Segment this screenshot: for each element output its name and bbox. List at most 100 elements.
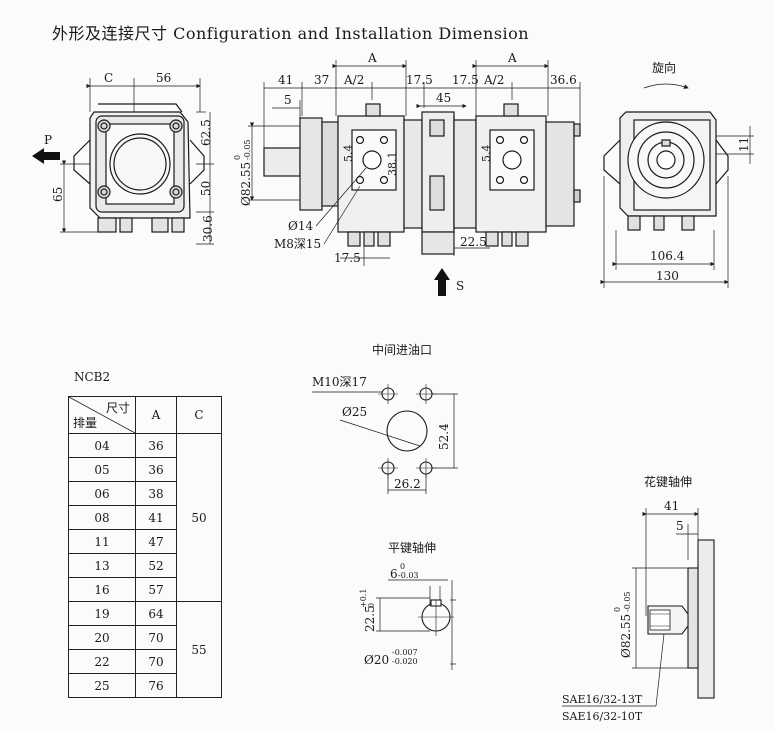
key-dim-dia-20: Ø20 [364, 653, 389, 667]
dim-11: 11 [737, 137, 751, 152]
dim-17-5-top: 17.5 [406, 73, 433, 87]
key-dim-22-5-tol1: +0.1 [359, 589, 368, 608]
key-dim-dia-20-tol1: -0.007 [392, 648, 418, 657]
rear-view [600, 83, 754, 288]
dim-41: 41 [278, 73, 293, 87]
dim-a2-left: A/2 [343, 73, 364, 87]
spline-dim-5: 5 [676, 519, 684, 533]
spline-dim-dia-82-tol1: 0 [613, 607, 622, 612]
dim-30-6: 30.6 [201, 215, 215, 242]
dim-a2-right: A/2 [483, 73, 504, 87]
cell-disp: 04 [68, 433, 136, 458]
table-row: 11 47 [68, 529, 222, 554]
dim-dia-14: Ø14 [288, 219, 313, 233]
cell-disp: 05 [68, 457, 136, 482]
key-dim-6-tol2: -0.03 [398, 571, 419, 580]
cell-disp: 25 [68, 673, 136, 698]
spline-1: SAE16/32-13T [562, 693, 643, 706]
key-dim-6-tol1: 0 [400, 562, 405, 571]
cell-a: 70 [135, 649, 177, 674]
port-p: P [44, 133, 52, 147]
cell-disp: 08 [68, 505, 136, 530]
dim-5-4-left: 5.4 [342, 145, 355, 163]
table-row: 25 76 [68, 673, 222, 698]
spline-shaft-labels: 花键轴伸 41 5 Ø82.55 0 -0.05 SAE16/32-13T SA… [562, 474, 692, 723]
cell-disp: 06 [68, 481, 136, 506]
cell-a: 47 [135, 529, 177, 554]
cell-disp: 19 [68, 601, 136, 626]
displacement-table: 尺寸 排量 A C 04 36 50 05 36 06 38 08 41 11 … [68, 396, 222, 698]
dim-a-right: A [507, 51, 517, 65]
inlet-title: 中间进油口 [372, 342, 432, 357]
cell-disp: 20 [68, 625, 136, 650]
dim-56: 56 [156, 71, 171, 85]
cell-a: 70 [135, 625, 177, 650]
side-view-labels: A A 41 37 A/2 17.5 17.5 A/2 36.6 5 45 Ø8… [233, 51, 577, 293]
table-row: 22 70 [68, 649, 222, 674]
table-row: 04 36 50 [68, 433, 222, 602]
table-row: 05 36 [68, 457, 222, 482]
dim-50: 50 [199, 181, 213, 196]
dim-36-6: 36.6 [550, 73, 577, 87]
dim-22-5: 22.5 [460, 235, 487, 249]
spline-dim-dia-82-tol2: -0.05 [623, 591, 632, 612]
cell-a: 57 [135, 577, 177, 602]
dim-c: C [104, 71, 113, 85]
key-dim-6: 6 [390, 567, 398, 581]
table-row: 13 52 [68, 553, 222, 578]
key-dim-dia-20-tol2: -0.020 [392, 657, 418, 666]
inlet-detail [312, 384, 458, 494]
dim-a-left: A [367, 51, 377, 65]
dim-37: 37 [314, 73, 329, 87]
table-row: 19 64 55 [68, 601, 222, 698]
dim-17-5-mid: 17.5 [452, 73, 479, 87]
header-disp: 排量 [73, 416, 98, 430]
header-size: 尺寸 [105, 401, 130, 415]
dim-m8: M8深15 [274, 237, 321, 251]
dim-38-1: 38.1 [386, 152, 399, 177]
spline-dim-dia-82: Ø82.55 [619, 614, 633, 658]
inlet-dim-26-2: 26.2 [394, 477, 421, 491]
rear-view-labels: 旋向 11 106.4 130 [650, 60, 751, 283]
cell-disp: 16 [68, 577, 136, 602]
dim-17-5-bottom: 17.5 [334, 251, 361, 265]
table-header-row: 尺寸 排量 A C [68, 396, 222, 434]
page-title: 外形及连接尺寸 Configuration and Installation D… [52, 24, 530, 43]
dim-dia-82-tol2: -0.05 [243, 139, 252, 160]
inlet-detail-labels: 中间进油口 M10深17 Ø25 52.4 26.2 [312, 342, 451, 491]
model-label: NCB2 [74, 370, 111, 384]
dim-dia-82: Ø82.55 [239, 162, 253, 206]
dim-130: 130 [656, 269, 679, 283]
header-c: C [176, 396, 222, 434]
diagonal-line [69, 397, 135, 433]
inlet-dia-25: Ø25 [342, 405, 367, 419]
table-row: 16 57 [68, 577, 222, 602]
spline-dim-41: 41 [664, 499, 679, 513]
cell-a: 64 [135, 601, 177, 626]
dim-45: 45 [436, 91, 451, 105]
table-header-corner: 尺寸 排量 [68, 396, 136, 434]
dim-65: 65 [51, 187, 65, 202]
front-view [32, 78, 214, 245]
cell-disp: 11 [68, 529, 136, 554]
side-view [248, 60, 581, 296]
key-shaft-labels: 平键轴伸 6 0 -0.03 22.5 +0.1 0 Ø20 -0.007 -0… [359, 540, 436, 667]
cell-a: 52 [135, 553, 177, 578]
cell-disp: 13 [68, 553, 136, 578]
dim-5-4-right: 5.4 [480, 145, 493, 163]
spline-shaft-title: 花键轴伸 [644, 474, 692, 489]
cell-a: 36 [135, 457, 177, 482]
key-shaft-detail [376, 579, 456, 670]
dim-dia-82-tol: 0 [233, 155, 242, 160]
table-row: 20 70 [68, 625, 222, 650]
key-shaft-title: 平键轴伸 [388, 540, 436, 555]
key-dim-22-5-tol2: 0 [367, 603, 376, 608]
dim-106-4: 106.4 [650, 249, 685, 263]
front-view-labels: C 56 P 62.5 50 30.6 65 [44, 71, 215, 242]
spline-2: SAE16/32-10T [562, 710, 643, 723]
cell-a: 76 [135, 673, 177, 698]
cell-c-group2: 55 [176, 601, 222, 698]
header-a: A [135, 396, 177, 434]
cell-a: 36 [135, 433, 177, 458]
